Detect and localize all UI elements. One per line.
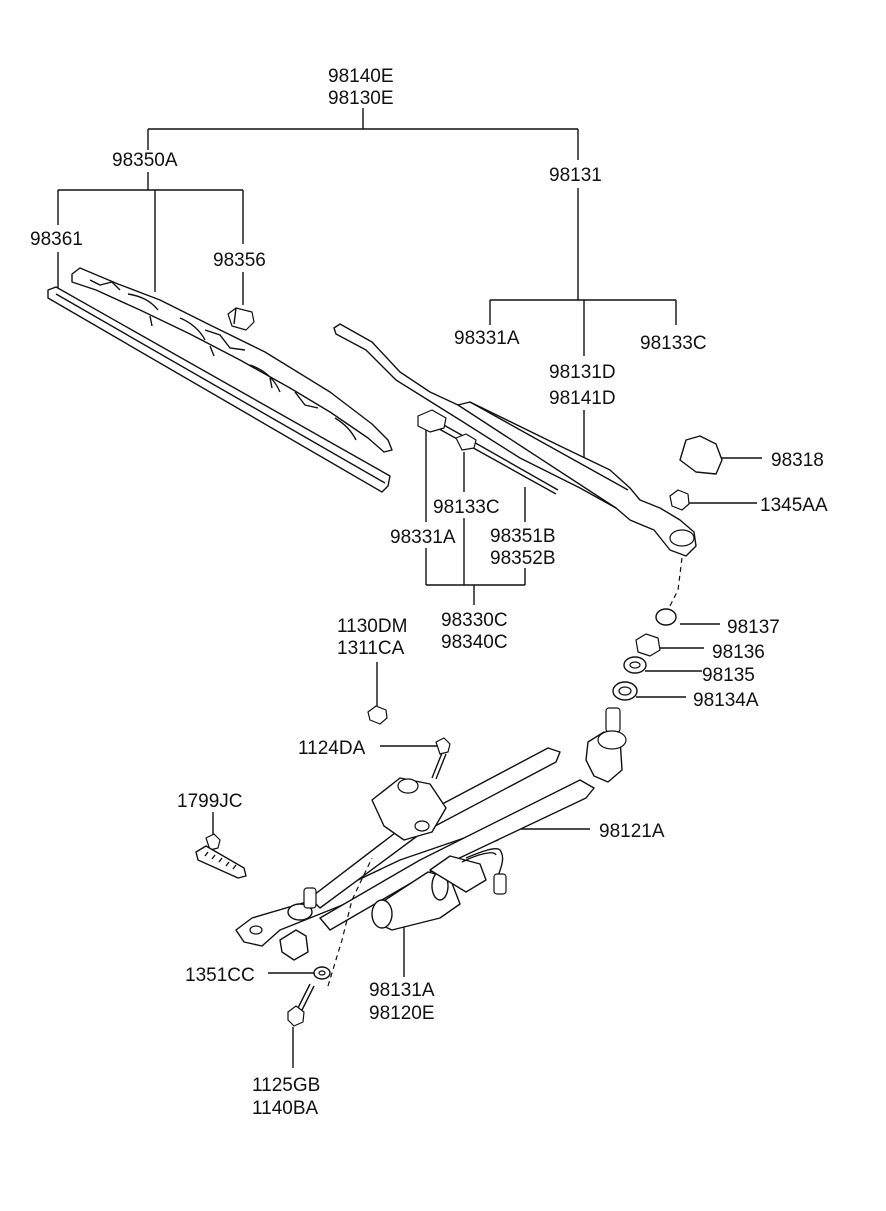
washer-icon <box>313 966 331 980</box>
label-98131A: 98131A <box>369 980 435 1001</box>
clip-icon <box>195 833 247 879</box>
label-98350A: 98350A <box>112 150 178 171</box>
label-98340C: 98340C <box>441 632 508 653</box>
bolt-large-icon <box>287 983 315 1027</box>
label-98130E: 98130E <box>328 88 394 109</box>
label-1125GB: 1125GB <box>252 1075 320 1096</box>
label-98318: 98318 <box>771 450 824 471</box>
wiper-blade-icon <box>47 267 393 493</box>
label-1124DA: 1124DA <box>298 738 366 759</box>
label-98361: 98361 <box>30 229 83 250</box>
label-98131: 98131 <box>549 165 602 186</box>
wiper-linkage-icon <box>235 707 627 987</box>
part-labels: 98140E 98130E 98350A 98131 98361 98356 9… <box>30 66 828 1119</box>
label-98133C-top: 98133C <box>640 333 707 354</box>
washer-stack-icon <box>612 608 677 701</box>
label-98356: 98356 <box>213 250 266 271</box>
bolt-icon <box>431 737 451 780</box>
label-1799JC: 1799JC <box>177 791 243 812</box>
label-1140BA: 1140BA <box>252 1098 319 1119</box>
label-1311CA: 1311CA <box>337 638 405 659</box>
wiper-motor-icon <box>371 848 507 931</box>
label-98131D: 98131D <box>549 362 616 383</box>
wiper-arm-icon <box>333 323 697 611</box>
label-1351CC: 1351CC <box>185 965 255 986</box>
pivot-cap-icon <box>679 435 723 475</box>
label-98331A-mid: 98331A <box>390 527 456 548</box>
label-98331A-top: 98331A <box>454 328 520 349</box>
leader-lines <box>57 108 762 1068</box>
label-98141D: 98141D <box>549 388 616 409</box>
label-98140E: 98140E <box>328 66 394 87</box>
label-98136: 98136 <box>712 642 765 663</box>
label-98121A: 98121A <box>599 821 665 842</box>
nut-small-icon <box>367 705 388 725</box>
nut-icon <box>669 489 690 511</box>
label-1345AA: 1345AA <box>760 495 828 516</box>
label-98137: 98137 <box>727 617 780 638</box>
label-98133C-mid: 98133C <box>433 497 500 518</box>
label-98120E: 98120E <box>369 1003 435 1024</box>
label-1130DM: 1130DM <box>337 616 407 637</box>
label-98134A: 98134A <box>693 690 759 711</box>
label-98330C: 98330C <box>441 610 508 631</box>
label-98352B: 98352B <box>490 548 556 569</box>
label-98135: 98135 <box>702 665 755 686</box>
label-98351B: 98351B <box>490 526 556 547</box>
